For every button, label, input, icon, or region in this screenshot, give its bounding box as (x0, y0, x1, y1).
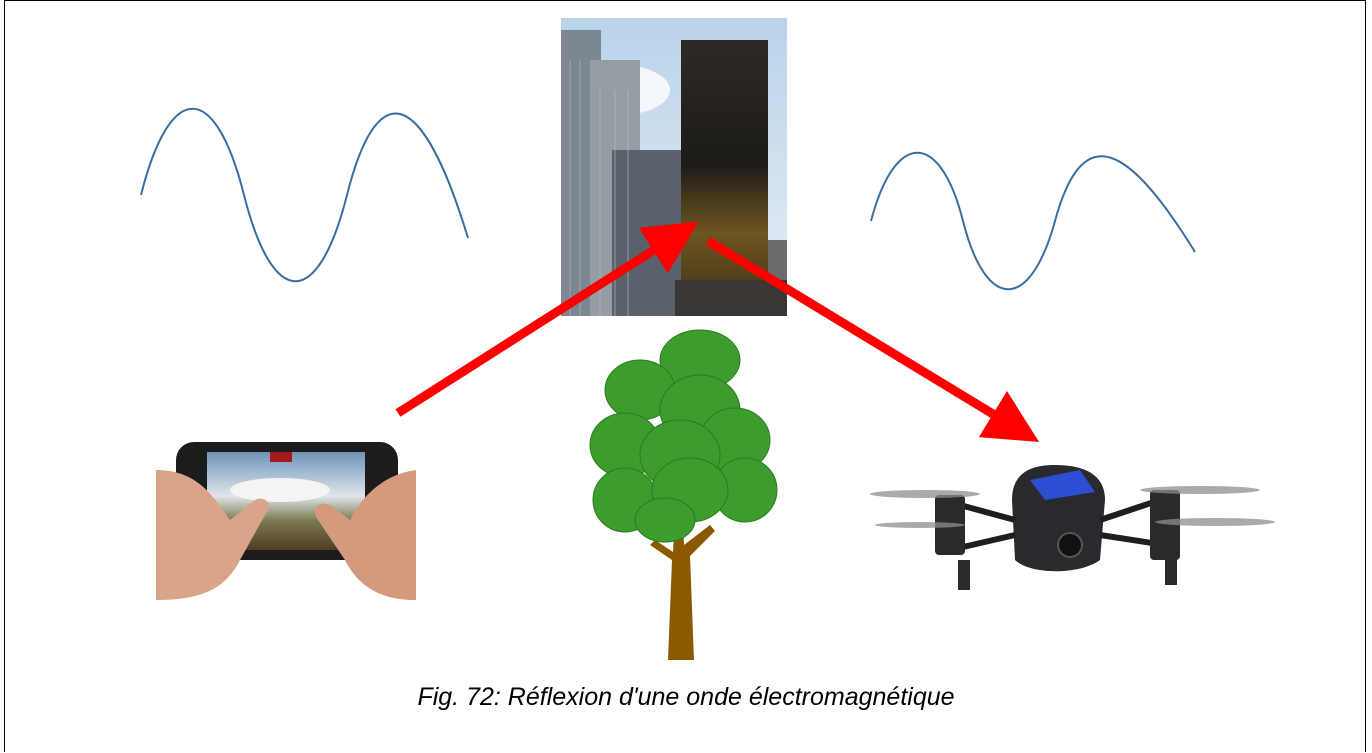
tree-icon (589, 329, 778, 660)
diagram-canvas (140, 18, 1275, 660)
smartphone-image (156, 440, 416, 600)
left-wave-icon (140, 108, 469, 282)
right-wave-icon (870, 151, 1196, 291)
figure-caption: Fig. 72: Réflexion d'une onde électromag… (417, 683, 955, 711)
incident-arrow (395, 221, 699, 417)
drone-image (870, 465, 1275, 590)
reflected-arrow (705, 237, 1040, 443)
figure-frame (4, 0, 1366, 752)
